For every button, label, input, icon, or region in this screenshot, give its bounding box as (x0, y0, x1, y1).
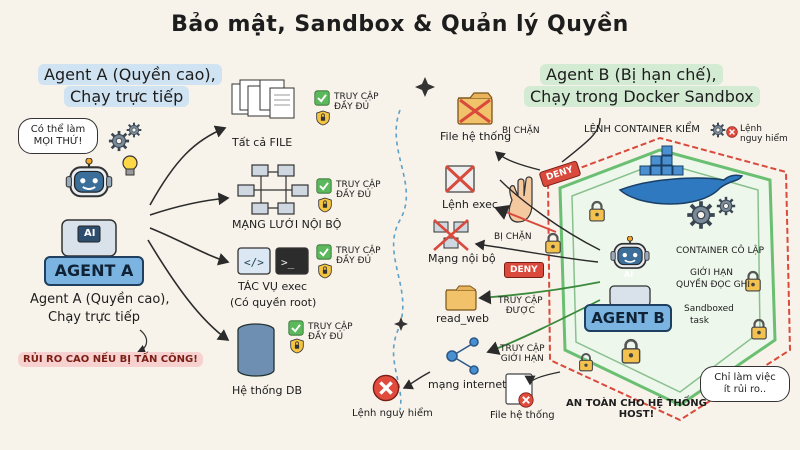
svg-text:>_: >_ (281, 256, 295, 269)
svg-text:</>: </> (244, 256, 264, 269)
agent-a-chip: AI (84, 228, 96, 239)
agent-a-bubble: Có thể làm MỌI THỨ! (18, 118, 98, 154)
agent-b-bubble: Chỉ làm việc ít rủi ro.. (700, 366, 790, 402)
agent-a-risk: RỦI RO CAO NẾU BỊ TẤN CÔNG! (18, 352, 203, 367)
blocked-network-label: Mạng nội bộ (428, 252, 496, 265)
target-network-label: MẠNG LƯỚI NỘI BỘ (232, 218, 342, 231)
agent-a-heading-1: Agent A (Quyền cao), (38, 64, 222, 85)
agent-a-box: AGENT A (44, 256, 144, 286)
target-files-label: Tất cả FILE (232, 136, 293, 149)
target-exec-label-1: TÁC VỤ exec (238, 280, 308, 293)
agent-a-caption-1: Agent A (Quyền cao), (30, 292, 170, 307)
container-label: LỆNH CONTAINER KIỂM (584, 124, 700, 135)
feature-isolated: CONTAINER CÔ LẬP (676, 246, 765, 256)
feature-sandboxed: Sandboxed (684, 304, 734, 314)
target-exec-label-2: (Có quyền root) (230, 296, 317, 309)
agent-a-heading-2: Chạy trực tiếp (64, 86, 190, 107)
feature-limit: GIỚI HẠN (690, 268, 734, 278)
blocked-network-status: BỊ CHẶN (494, 232, 532, 242)
feature-rw: QUYỀN ĐỌC GHI (676, 280, 751, 290)
allowed-internet-label: mạng internet (428, 378, 507, 391)
bottom-danger-label: Lệnh nguy hiểm (352, 408, 433, 419)
blocked-files-status: BỊ CHẶN (502, 126, 540, 136)
agent-b-heading-1: Agent B (Bị hạn chế), (540, 64, 723, 85)
target-db-label: Hệ thống DB (232, 384, 303, 397)
page-title: Bảo mật, Sandbox & Quản lý Quyền (171, 12, 629, 37)
bottom-files-label: File hệ thống (490, 410, 555, 421)
allowed-readweb-label: read_web (436, 312, 490, 325)
agent-b-chip: AI (624, 270, 634, 279)
feature-task: task (690, 316, 709, 326)
deny-badge-mid: DENY (504, 262, 544, 278)
agent-b-box: AGENT B (584, 304, 672, 332)
agent-a-caption-2: Chạy trực tiếp (48, 310, 141, 325)
blocked-exec-label: Lệnh exec (442, 198, 498, 211)
agent-b-heading-2: Chạy trong Docker Sandbox (524, 86, 760, 107)
blocked-files-label: File hệ thống (440, 130, 512, 143)
